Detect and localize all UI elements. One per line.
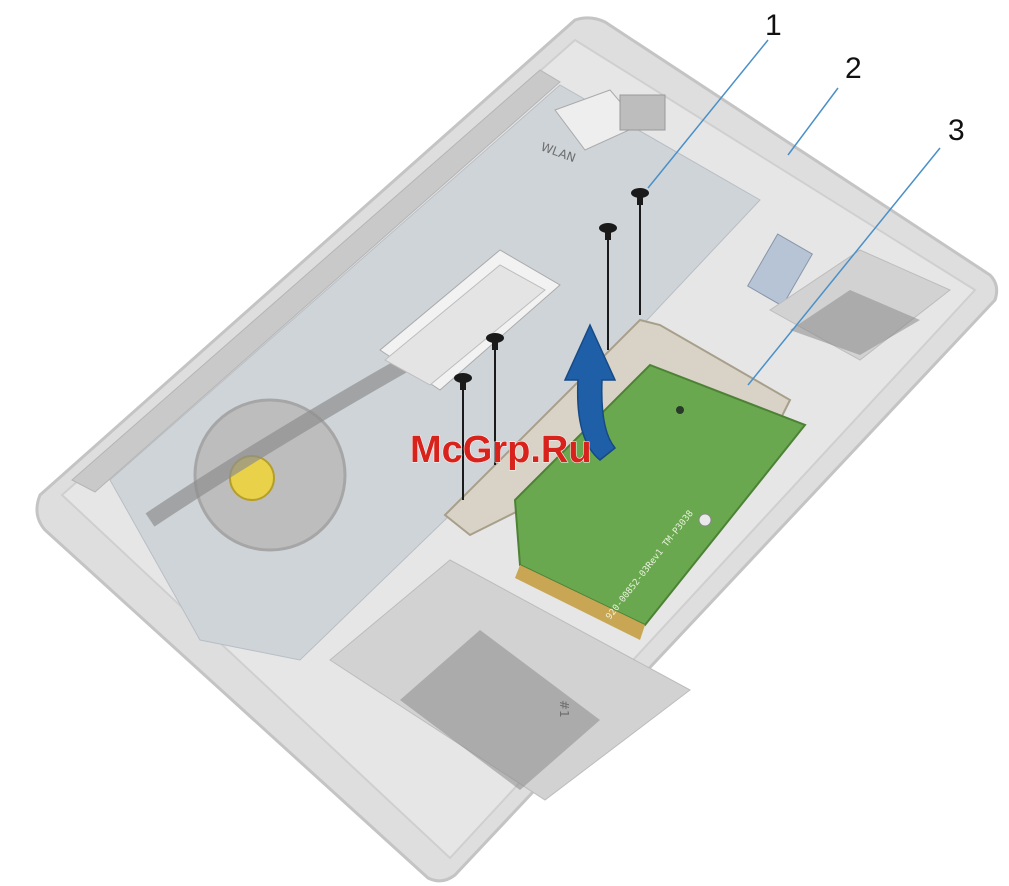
callout-3: 3 bbox=[948, 114, 965, 147]
callout-2: 2 bbox=[845, 52, 862, 85]
watermark: McGrp.Ru bbox=[410, 429, 592, 471]
callout-line-2 bbox=[788, 88, 838, 155]
battery-mark: #1 bbox=[557, 700, 571, 718]
callout-1: 1 bbox=[765, 9, 782, 42]
